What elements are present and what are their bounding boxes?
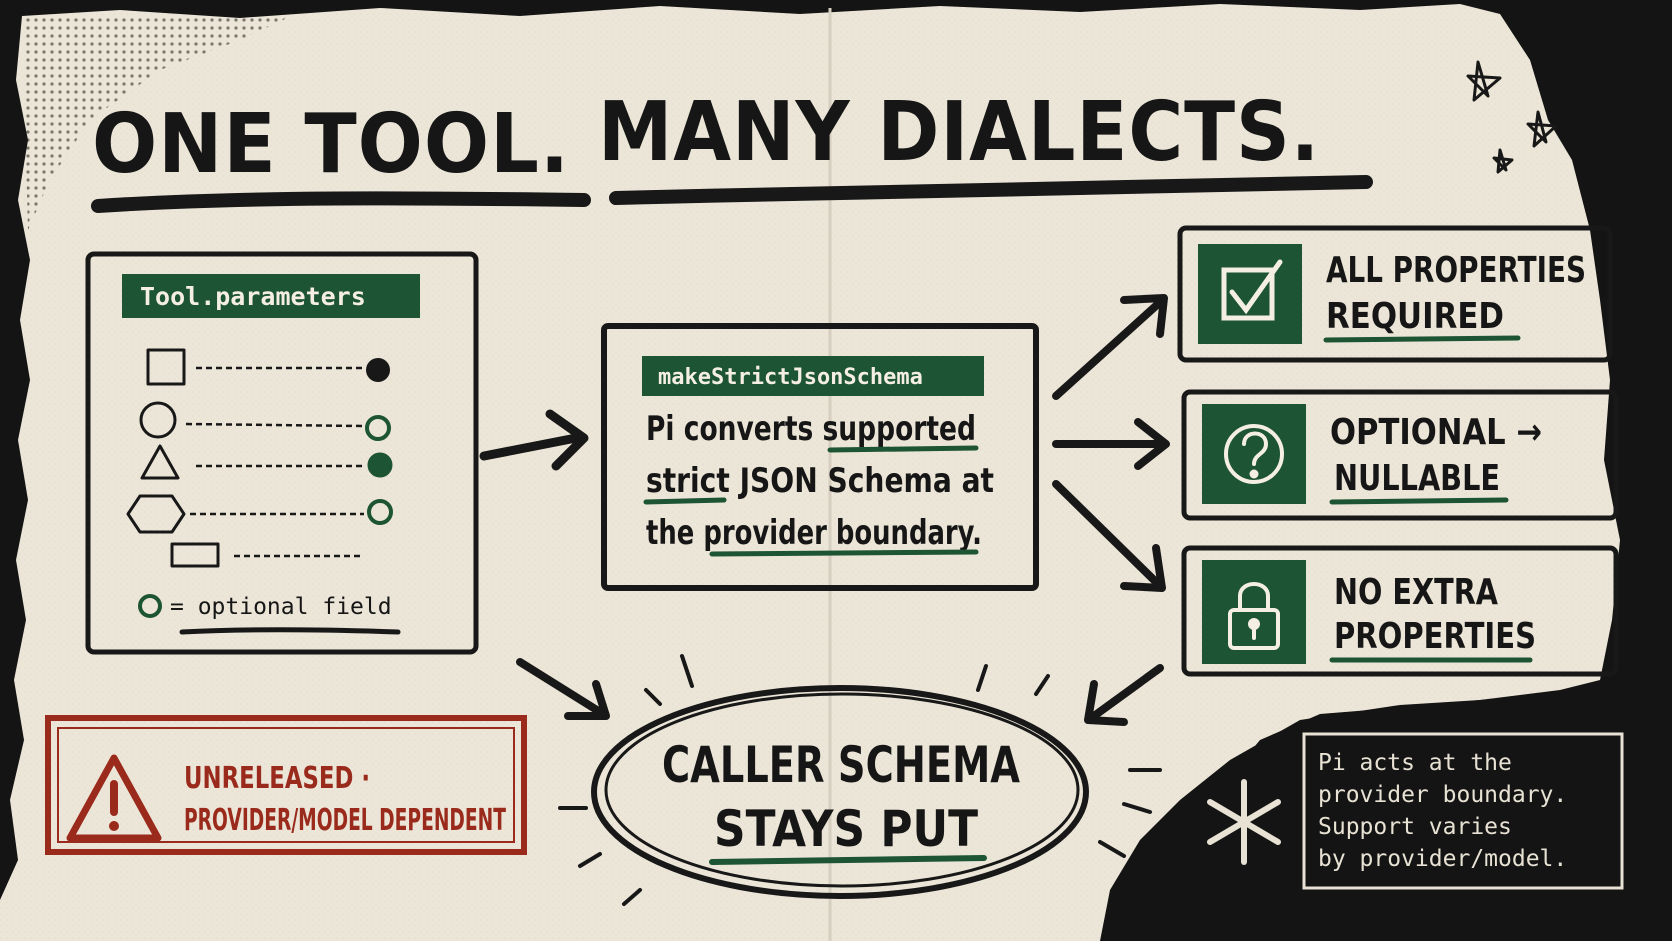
required-field-icon — [366, 358, 390, 382]
arrow-to-rule-3-icon — [1052, 480, 1166, 592]
checkbox-icon — [1221, 259, 1283, 321]
legend-optional-icon — [138, 594, 162, 618]
arrow-to-result-left-icon — [516, 658, 610, 720]
converter-tag — [642, 356, 984, 396]
rule-3-line-1: NO EXTRA — [1334, 572, 1498, 613]
converter-line-3: the provider boundary. — [646, 513, 982, 553]
lock-icon — [1228, 582, 1280, 650]
title-part2: MANY DIALECTS. — [598, 85, 1320, 180]
rule-2-line-1: OPTIONAL → — [1330, 412, 1542, 453]
rule-3-line-2: PROPERTIES — [1334, 616, 1536, 657]
converter-tag-text: makeStrictJsonSchema — [658, 365, 923, 390]
circle-shape-icon — [139, 401, 177, 439]
result-oval — [591, 685, 1089, 899]
warning-line-1: UNRELEASED · — [184, 761, 370, 796]
tool-parameters-tag-text: Tool.parameters — [140, 282, 366, 311]
rule-2-line-2: NULLABLE — [1334, 458, 1500, 499]
result-line-2: STAYS PUT — [714, 800, 978, 858]
note-line-1: Pi acts at the — [1318, 750, 1512, 776]
note-line-3: Support varies — [1318, 814, 1512, 840]
paper-grain — [0, 4, 1620, 941]
asterisk-icon — [1207, 779, 1281, 865]
rule-1-underline — [1323, 335, 1521, 343]
legend-text: = optional field — [170, 594, 392, 620]
optional-field-icon-2 — [367, 499, 393, 525]
halftone-corner — [22, 12, 300, 230]
schema-fields — [126, 348, 393, 568]
optional-field-filled-icon — [367, 452, 393, 478]
question-icon — [1224, 424, 1284, 484]
legend-underline — [179, 627, 401, 635]
rule-card-3 — [1181, 545, 1619, 677]
converter-line-1: Pi converts supported — [646, 409, 976, 449]
tool-parameters-tag — [122, 274, 420, 318]
result-oval-inner — [604, 692, 1080, 888]
arrow-to-result-right-icon — [1084, 664, 1164, 726]
underline-strict — [643, 497, 727, 505]
result-underline — [709, 855, 987, 865]
square-shape-icon — [146, 348, 186, 386]
result-line-1: CALLER SCHEMA — [662, 736, 1020, 794]
rule-2-underline — [1329, 497, 1509, 505]
tool-parameters-box — [85, 251, 479, 655]
note-line-4: by provider/model. — [1318, 846, 1567, 872]
note-box — [1302, 732, 1624, 890]
hexagon-shape-icon — [126, 494, 186, 534]
arrow-to-rule-2-icon — [1052, 418, 1170, 470]
warning-icon — [66, 754, 162, 842]
rule-icon-bg-2 — [1202, 404, 1306, 504]
rectangle-shape-icon — [170, 542, 220, 568]
note-line-2: provider boundary. — [1318, 782, 1567, 808]
rule-1-line-2: REQUIRED — [1326, 296, 1504, 337]
converter-box — [601, 323, 1039, 591]
title-underline-1 — [91, 191, 591, 213]
arrow-to-rule-1-icon — [1052, 294, 1168, 400]
rule-card-2 — [1181, 389, 1619, 521]
rule-1-line-1: ALL PROPERTIES — [1326, 250, 1586, 291]
triangle-shape-icon — [140, 444, 180, 480]
converter-line-2: strict JSON Schema at — [646, 461, 994, 501]
warning-stamp — [45, 715, 527, 855]
title-part1: ONE TOOL. — [92, 97, 570, 192]
title-underline-2 — [609, 175, 1373, 205]
rule-icon-bg-1 — [1198, 244, 1302, 344]
arrow-to-converter-icon — [479, 409, 589, 471]
star-doodle-icon — [1466, 60, 1558, 174]
underline-supported — [827, 445, 979, 453]
optional-field-icon — [365, 415, 391, 441]
rule-card-1 — [1177, 225, 1613, 363]
warning-line-2: PROVIDER/MODEL DEPENDENT — [184, 803, 506, 838]
emphasis-lines — [558, 654, 1162, 906]
warning-stamp-inner — [57, 727, 515, 843]
dark-corner — [1130, 680, 1672, 941]
underline-provider-boundary — [709, 549, 979, 557]
